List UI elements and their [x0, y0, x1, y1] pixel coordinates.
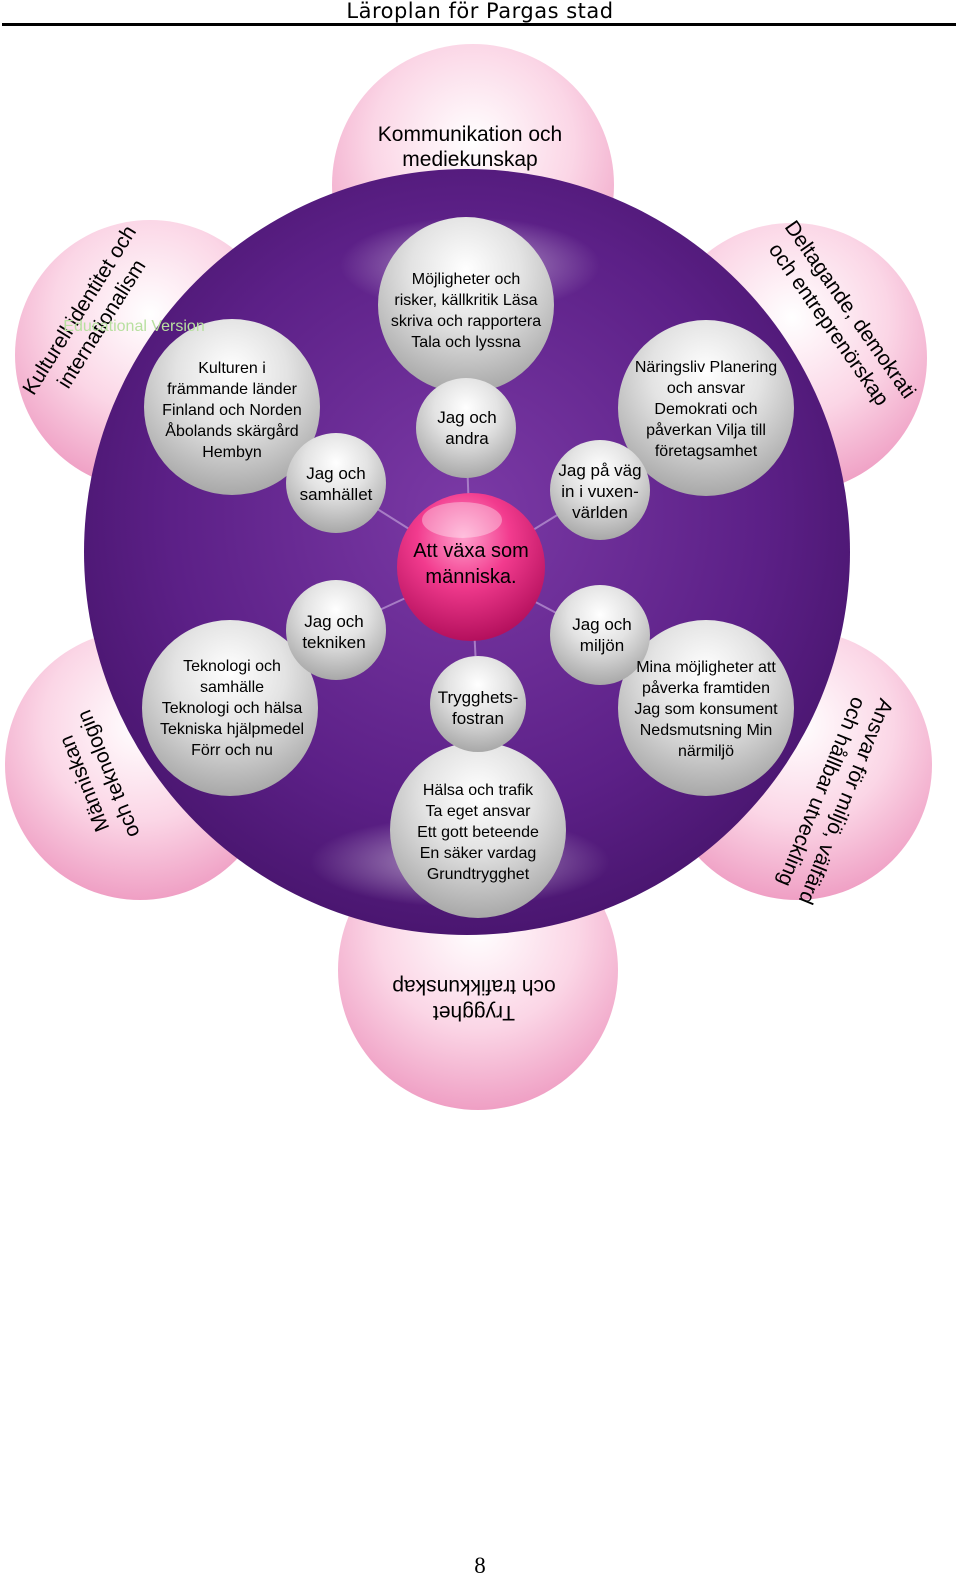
theme-label-bottom-left: Jag och tekniken: [302, 612, 365, 652]
svg-text:Näringsliv Planering: Näringsliv Planering: [635, 359, 777, 376]
svg-text:främmande länder: främmande länder: [167, 381, 298, 398]
theme-bubble-top-right: [550, 440, 650, 540]
outer-label-bottom: Trygghet och trafikkunskap: [392, 975, 555, 1024]
svg-text:Jag som konsument: Jag som konsument: [634, 701, 778, 718]
svg-text:Jag och: Jag och: [572, 615, 632, 634]
content-bubble-bottom-right: [618, 620, 794, 796]
svg-text:andra: andra: [445, 429, 489, 448]
svg-text:Trygghets-: Trygghets-: [438, 688, 519, 707]
svg-text:samhälle: samhälle: [200, 679, 264, 696]
content-label-bottom-right: Mina möjligheter att påverka framtiden J…: [634, 659, 778, 760]
svg-text:Hälsa och trafik: Hälsa och trafik: [423, 782, 534, 799]
theme-bubble-bottom-right: [550, 585, 650, 685]
svg-text:och ansvar: och ansvar: [667, 380, 746, 397]
theme-label-top-right: Jag på väg in i vuxen- världen: [558, 461, 641, 522]
theme-bubble-bottom-left: [286, 580, 386, 680]
content-bubble-top-left: [144, 319, 320, 495]
svg-text:Finland och Norden: Finland och Norden: [162, 402, 302, 419]
outer-label-top: Kommunikation och mediekunskap: [378, 123, 562, 171]
svg-text:Jag och: Jag och: [304, 612, 364, 631]
svg-text:Tekniska hjälpmedel: Tekniska hjälpmedel: [160, 721, 304, 738]
svg-text:mediekunskap: mediekunskap: [402, 148, 537, 171]
svg-text:påverka framtiden: påverka framtiden: [642, 679, 770, 697]
svg-text:Grundtrygghet: Grundtrygghet: [427, 866, 530, 883]
svg-text:Tala och lyssna: Tala och lyssna: [411, 334, 520, 351]
header-rule: [2, 23, 956, 26]
svg-text:Möjligheter och: Möjligheter och: [412, 271, 521, 288]
svg-text:miljön: miljön: [580, 636, 624, 655]
content-label-top-right: Näringsliv Planering och ansvar Demokrat…: [635, 359, 777, 460]
svg-text:risker, källkritik Läsa: risker, källkritik Läsa: [394, 292, 537, 309]
svg-text:Ett gott beteende: Ett gott beteende: [417, 824, 539, 841]
svg-text:Nedsmutsning Min: Nedsmutsning Min: [640, 722, 773, 739]
svg-text:Åbolands skärgård: Åbolands skärgård: [165, 421, 298, 440]
content-label-top-left: Kulturen i främmande länder Finland och …: [162, 360, 302, 461]
svg-text:Trygghet: Trygghet: [433, 1001, 515, 1024]
svg-text:Jag och: Jag och: [437, 408, 497, 427]
watermark: Educational Version: [63, 318, 204, 335]
svg-text:människa.: människa.: [425, 566, 516, 588]
svg-text:Jag på väg: Jag på väg: [558, 461, 641, 480]
content-bubble-bottom: [390, 742, 566, 918]
center-sphere: [397, 493, 545, 641]
theme-bubble-bottom: [430, 656, 526, 752]
content-label-bottom: Hälsa och trafik Ta eget ansvar Ett gott…: [417, 782, 539, 883]
content-label-top: Möjligheter och risker, källkritik Läsa …: [391, 271, 541, 351]
content-bubble-bottom-left: [142, 620, 318, 796]
svg-text:Hembyn: Hembyn: [202, 444, 262, 461]
svg-text:Förr och nu: Förr och nu: [191, 742, 273, 759]
page-number: 8: [474, 1553, 486, 1578]
svg-text:närmiljö: närmiljö: [678, 743, 734, 760]
theme-label-bottom-right: Jag och miljön: [572, 615, 632, 655]
theme-label-bottom: Trygghets- fostran: [438, 688, 519, 728]
theme-bubble-top: [416, 378, 516, 478]
content-bubble-top: [378, 217, 554, 393]
svg-text:företagsamhet: företagsamhet: [655, 443, 758, 460]
theme-label-top-left: Jag och samhället: [300, 464, 373, 504]
content-bubble-top-right: [618, 320, 794, 496]
svg-text:Kommunikation och: Kommunikation och: [378, 123, 562, 146]
page-header: Läroplan för Pargas stad: [346, 0, 614, 23]
svg-text:Mina möjligheter att: Mina möjligheter att: [636, 659, 776, 676]
svg-text:världen: världen: [572, 503, 628, 522]
svg-text:En säker vardag: En säker vardag: [420, 845, 537, 862]
svg-text:Teknologi och hälsa: Teknologi och hälsa: [162, 700, 303, 717]
theme-bubble-top-left: [286, 433, 386, 533]
svg-text:samhället: samhället: [300, 485, 373, 504]
svg-text:Kulturen i: Kulturen i: [198, 360, 266, 377]
svg-text:Ta eget ansvar: Ta eget ansvar: [426, 803, 532, 820]
center-label: Att växa som människa.: [413, 540, 529, 588]
svg-text:Teknologi och: Teknologi och: [183, 658, 281, 675]
svg-text:in i vuxen-: in i vuxen-: [561, 482, 638, 501]
svg-text:Att växa som: Att växa som: [413, 540, 529, 562]
svg-text:tekniken: tekniken: [302, 633, 365, 652]
svg-text:påverkan Vilja till: påverkan Vilja till: [646, 421, 766, 439]
svg-text:skriva och rapportera: skriva och rapportera: [391, 313, 541, 330]
center-sphere-shine: [422, 502, 502, 538]
svg-text:och trafikkunskap: och trafikkunskap: [392, 975, 555, 998]
theme-label-top: Jag och andra: [437, 408, 497, 448]
svg-text:Demokrati och: Demokrati och: [654, 401, 757, 418]
content-label-bottom-left: Teknologi och samhälle Teknologi och häl…: [160, 658, 304, 759]
svg-text:Jag och: Jag och: [306, 464, 366, 483]
svg-text:fostran: fostran: [452, 709, 504, 728]
